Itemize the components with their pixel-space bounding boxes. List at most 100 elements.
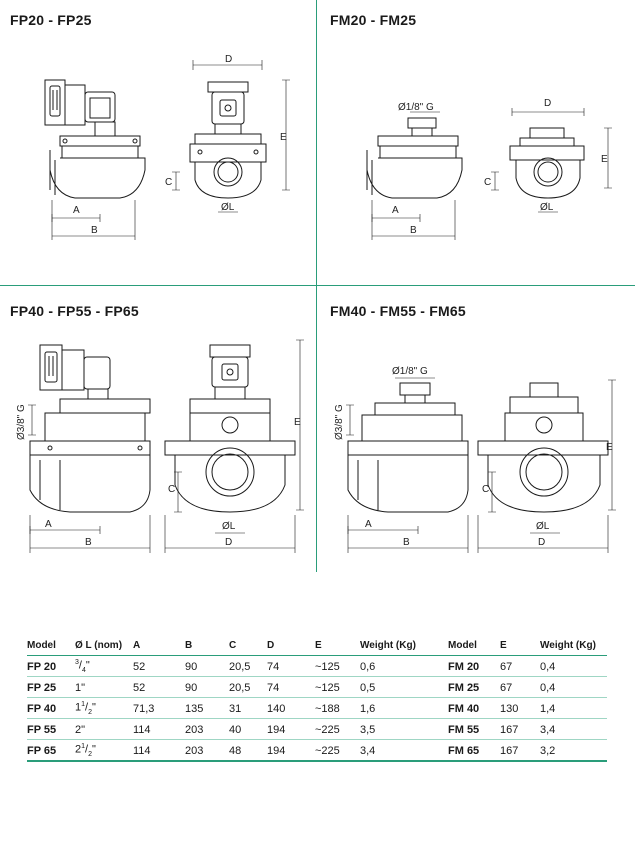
l-denominator: 2 <box>88 708 92 716</box>
dim-d-q2: D <box>544 98 551 109</box>
dim-e-q2: E <box>601 154 608 165</box>
l-numerator: 1 <box>81 743 86 751</box>
l-whole: 1 <box>75 701 82 714</box>
l-suffix: " <box>92 743 96 756</box>
cell-fm-e: 167 <box>500 739 540 762</box>
dim-e-q4: E <box>606 442 613 453</box>
cell-c: 40 <box>229 718 267 740</box>
cell-weight: 3,4 <box>360 739 448 762</box>
title-fp20-fp25: FP20 - FP25 <box>10 12 92 28</box>
col-weight: Weight (Kg) <box>360 638 448 656</box>
cell-l-nom: 1" <box>75 676 133 698</box>
cell-fm-weight: 1,4 <box>540 697 607 719</box>
cell-a: 71,3 <box>133 697 185 719</box>
dim-a-q2: A <box>392 205 399 216</box>
spec-table-header: Model Ø L (nom) A B C D E Weight (Kg) Mo… <box>27 638 607 656</box>
col-fm-weight: Weight (Kg) <box>540 638 607 656</box>
cell-l-nom: 21/2" <box>75 739 133 762</box>
cell-l-nom: 2" <box>75 718 133 740</box>
col-d: D <box>267 638 315 656</box>
fp20-front-view <box>189 81 267 199</box>
l-numerator: 1 <box>81 701 86 709</box>
cell-d: 74 <box>267 676 315 698</box>
cell-fm-weight: 0,4 <box>540 676 607 698</box>
dim-b-q1: B <box>91 225 98 236</box>
dim-l-q1: ØL <box>221 202 235 213</box>
cell-d: 194 <box>267 739 315 762</box>
cell-b: 90 <box>185 655 229 677</box>
cell-d: 74 <box>267 655 315 677</box>
cell-b: 90 <box>185 676 229 698</box>
title-fm20-fm25: FM20 - FM25 <box>330 12 417 28</box>
cell-a: 52 <box>133 655 185 677</box>
cell-e: ~125 <box>315 676 360 698</box>
cell-b: 135 <box>185 697 229 719</box>
cell-model: FP 40 <box>27 697 75 719</box>
cell-model: FP 20 <box>27 655 75 677</box>
cell-a: 114 <box>133 739 185 762</box>
horizontal-divider <box>0 285 635 286</box>
cell-fm-e: 167 <box>500 718 540 740</box>
fp40-front-view <box>164 344 296 513</box>
dim-a-q3: A <box>45 519 52 530</box>
cell-weight: 3,5 <box>360 718 448 740</box>
l-suffix: " <box>92 701 96 714</box>
fp40-side-view <box>29 344 151 513</box>
fm40-side-view <box>347 382 469 513</box>
cell-fm-model: FM 25 <box>448 676 500 698</box>
vertical-divider <box>316 0 317 572</box>
dim-d-q3: D <box>225 537 232 548</box>
dim-c-q4: C <box>482 484 489 495</box>
cell-b: 203 <box>185 718 229 740</box>
cell-model: FP 55 <box>27 718 75 740</box>
cell-fm-weight: 3,4 <box>540 718 607 740</box>
cell-c: 31 <box>229 697 267 719</box>
l-denominator: 4 <box>81 666 86 674</box>
fm20-side-view <box>366 117 463 199</box>
dim-c-q1: C <box>165 177 172 188</box>
cell-c: 20,5 <box>229 655 267 677</box>
dim-d-q4: D <box>538 537 545 548</box>
fm20-front-view <box>509 127 585 199</box>
cell-fm-model: FM 65 <box>448 739 500 762</box>
cell-fm-weight: 3,2 <box>540 739 607 762</box>
dim-g38-q4: Ø3/8" G <box>334 404 345 440</box>
dim-l-q3: ØL <box>222 521 236 532</box>
dim-e-q1: E <box>280 132 287 143</box>
cell-e: ~225 <box>315 739 360 762</box>
dim-l-q2: ØL <box>540 202 554 213</box>
title-fm40-fm65: FM40 - FM55 - FM65 <box>330 303 466 319</box>
dim-e-q3: E <box>294 417 301 428</box>
l-whole: 2 <box>75 743 82 756</box>
l-numerator: 3 <box>75 659 79 667</box>
cell-model: FP 25 <box>27 676 75 698</box>
col-fm-model: Model <box>448 638 500 656</box>
dim-g18-q4: Ø1/8" G <box>392 366 428 377</box>
cell-weight: 0,5 <box>360 676 448 698</box>
dim-a-q4: A <box>365 519 372 530</box>
cell-a: 114 <box>133 718 185 740</box>
col-model: Model <box>27 638 75 656</box>
technical-drawings: A B D E C ØL A B Ø1/8" G D E C ØL A B Ø3… <box>16 54 616 553</box>
cell-l-nom: 3/4" <box>75 655 133 677</box>
cell-a: 52 <box>133 676 185 698</box>
dim-c-q2: C <box>484 177 491 188</box>
cell-fm-e: 67 <box>500 655 540 677</box>
cell-fm-model: FM 40 <box>448 697 500 719</box>
cell-fm-model: FM 55 <box>448 718 500 740</box>
cell-d: 194 <box>267 718 315 740</box>
cell-weight: 1,6 <box>360 697 448 719</box>
cell-b: 203 <box>185 739 229 762</box>
cell-fm-e: 130 <box>500 697 540 719</box>
cell-fm-model: FM 20 <box>448 655 500 677</box>
dim-c-q3: C <box>168 484 175 495</box>
cell-fm-weight: 0,4 <box>540 655 607 677</box>
cell-e: ~125 <box>315 655 360 677</box>
l-suffix: " <box>85 659 90 672</box>
title-fp40-fp65: FP40 - FP55 - FP65 <box>10 303 139 319</box>
